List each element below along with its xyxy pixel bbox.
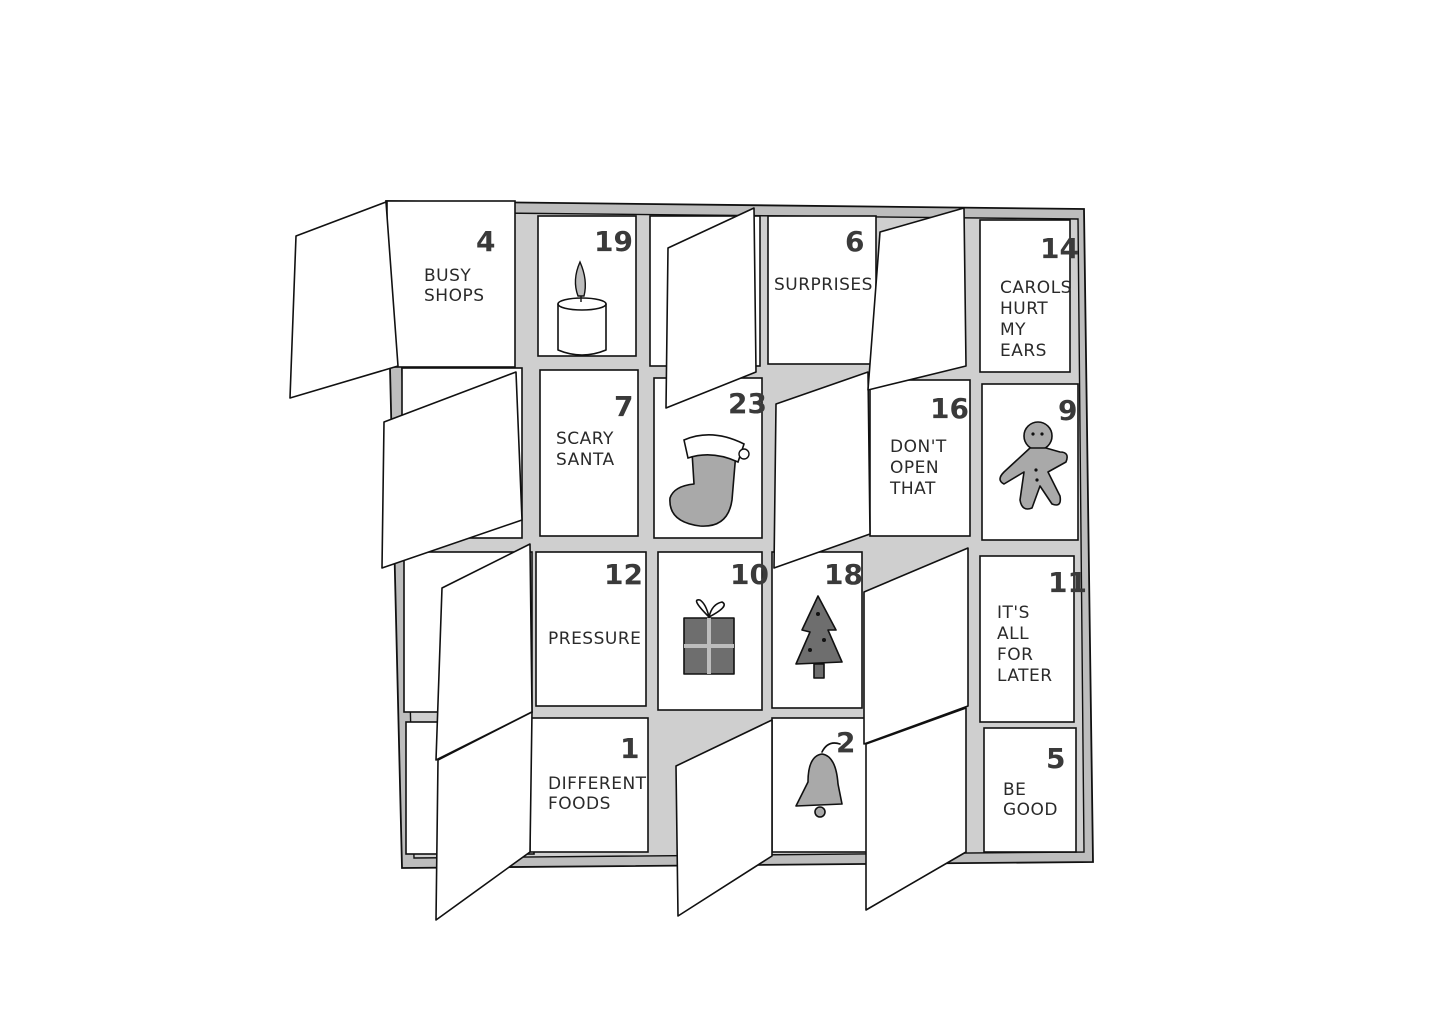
- window-message: DIFFERENT FOODS: [548, 774, 652, 814]
- window-number: 4: [476, 225, 495, 258]
- window-message: SURPRISES: [774, 275, 873, 295]
- bell-icon: [795, 742, 843, 818]
- door-flap: [435, 711, 533, 921]
- door-flap: [865, 707, 967, 911]
- cell-12: [535, 551, 647, 707]
- window-number: 19: [594, 225, 633, 258]
- gingerbread-man-icon: [999, 421, 1068, 510]
- door-flap: [867, 207, 967, 391]
- cell-11: [979, 555, 1075, 723]
- window-number: 1: [620, 732, 639, 765]
- stocking-icon: [669, 434, 750, 527]
- window-messages: BUSY SHOPS SURPRISES CAROLS HURT MY EARS…: [424, 266, 1078, 820]
- cell-5: [983, 727, 1077, 853]
- open-doors: [289, 201, 969, 921]
- window-message: CAROLS HURT MY EARS: [1000, 278, 1078, 361]
- door-flap: [773, 371, 871, 569]
- window-message: SCARY SANTA: [556, 429, 620, 470]
- cell-7: [539, 369, 639, 537]
- window-number: 23: [728, 387, 767, 420]
- cell-19: [537, 215, 637, 357]
- window-message: IT'S ALL FOR LATER: [997, 603, 1053, 686]
- door-flap: [289, 201, 399, 399]
- window-number: 16: [930, 392, 969, 425]
- window-number: 11: [1048, 566, 1087, 599]
- window-number: 18: [824, 558, 863, 591]
- window-number: 10: [730, 558, 769, 591]
- window-number: 2: [836, 726, 855, 759]
- door-flap: [863, 547, 969, 745]
- cell-1: [529, 717, 649, 853]
- door-flap: [675, 719, 773, 917]
- door-flap: [381, 371, 523, 569]
- window-message: BE GOOD: [1003, 780, 1058, 820]
- cell-16: [869, 379, 971, 537]
- window-number: 6: [845, 225, 864, 258]
- cell-4: [386, 200, 516, 368]
- window-numbers: 4 19 6 14 7 23 16 9 12 10 18 11 1 2 5: [476, 225, 1087, 775]
- candle-icon: [557, 260, 607, 356]
- window-number: 14: [1040, 232, 1079, 265]
- door-flap: [435, 543, 533, 761]
- window-message: BUSY SHOPS: [424, 266, 485, 306]
- window-message: DON'T OPEN THAT: [889, 437, 953, 499]
- window-message: PRESSURE: [548, 629, 641, 649]
- gift-icon: [683, 599, 735, 675]
- window-number: 5: [1046, 742, 1065, 775]
- cell-14: [979, 219, 1071, 373]
- christmas-tree-icon: [795, 595, 843, 679]
- door-flap: [665, 207, 757, 409]
- window-number: 9: [1058, 394, 1077, 427]
- window-number: 12: [604, 558, 643, 591]
- window-number: 7: [614, 390, 633, 423]
